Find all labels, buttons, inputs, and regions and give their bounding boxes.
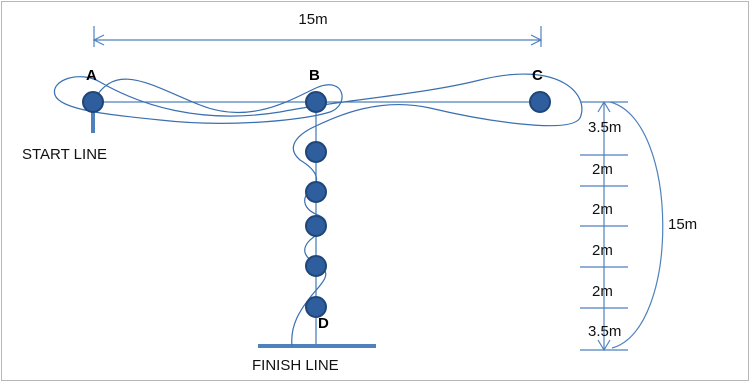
segment-label-2: 2m bbox=[592, 161, 613, 178]
cone-c bbox=[529, 91, 551, 113]
segment-label-3: 2m bbox=[592, 201, 613, 218]
start-line-label: START LINE bbox=[22, 146, 107, 163]
point-label-d: D bbox=[318, 315, 329, 332]
point-label-c: C bbox=[532, 67, 543, 84]
cone-1 bbox=[305, 141, 327, 163]
cone-4 bbox=[305, 255, 327, 277]
segment-label-1: 3.5m bbox=[588, 119, 621, 136]
cone-a bbox=[82, 91, 104, 113]
side-distance-arc bbox=[609, 101, 664, 349]
side-distance-label: 15m bbox=[668, 216, 697, 233]
segment-label-4: 2m bbox=[592, 242, 613, 259]
side-scale bbox=[580, 100, 664, 352]
top-distance-label: 15m bbox=[298, 11, 327, 28]
finish-line-label: FINISH LINE bbox=[252, 357, 339, 374]
point-label-a: A bbox=[86, 67, 97, 84]
cone-3 bbox=[305, 215, 327, 237]
cone-b bbox=[305, 91, 327, 113]
segment-label-5: 2m bbox=[592, 283, 613, 300]
point-label-b: B bbox=[309, 67, 320, 84]
segment-label-6: 3.5m bbox=[588, 323, 621, 340]
cone-group bbox=[82, 91, 551, 318]
cone-d bbox=[305, 296, 327, 318]
top-dimension-arrow bbox=[92, 26, 543, 47]
cone-2 bbox=[305, 181, 327, 203]
